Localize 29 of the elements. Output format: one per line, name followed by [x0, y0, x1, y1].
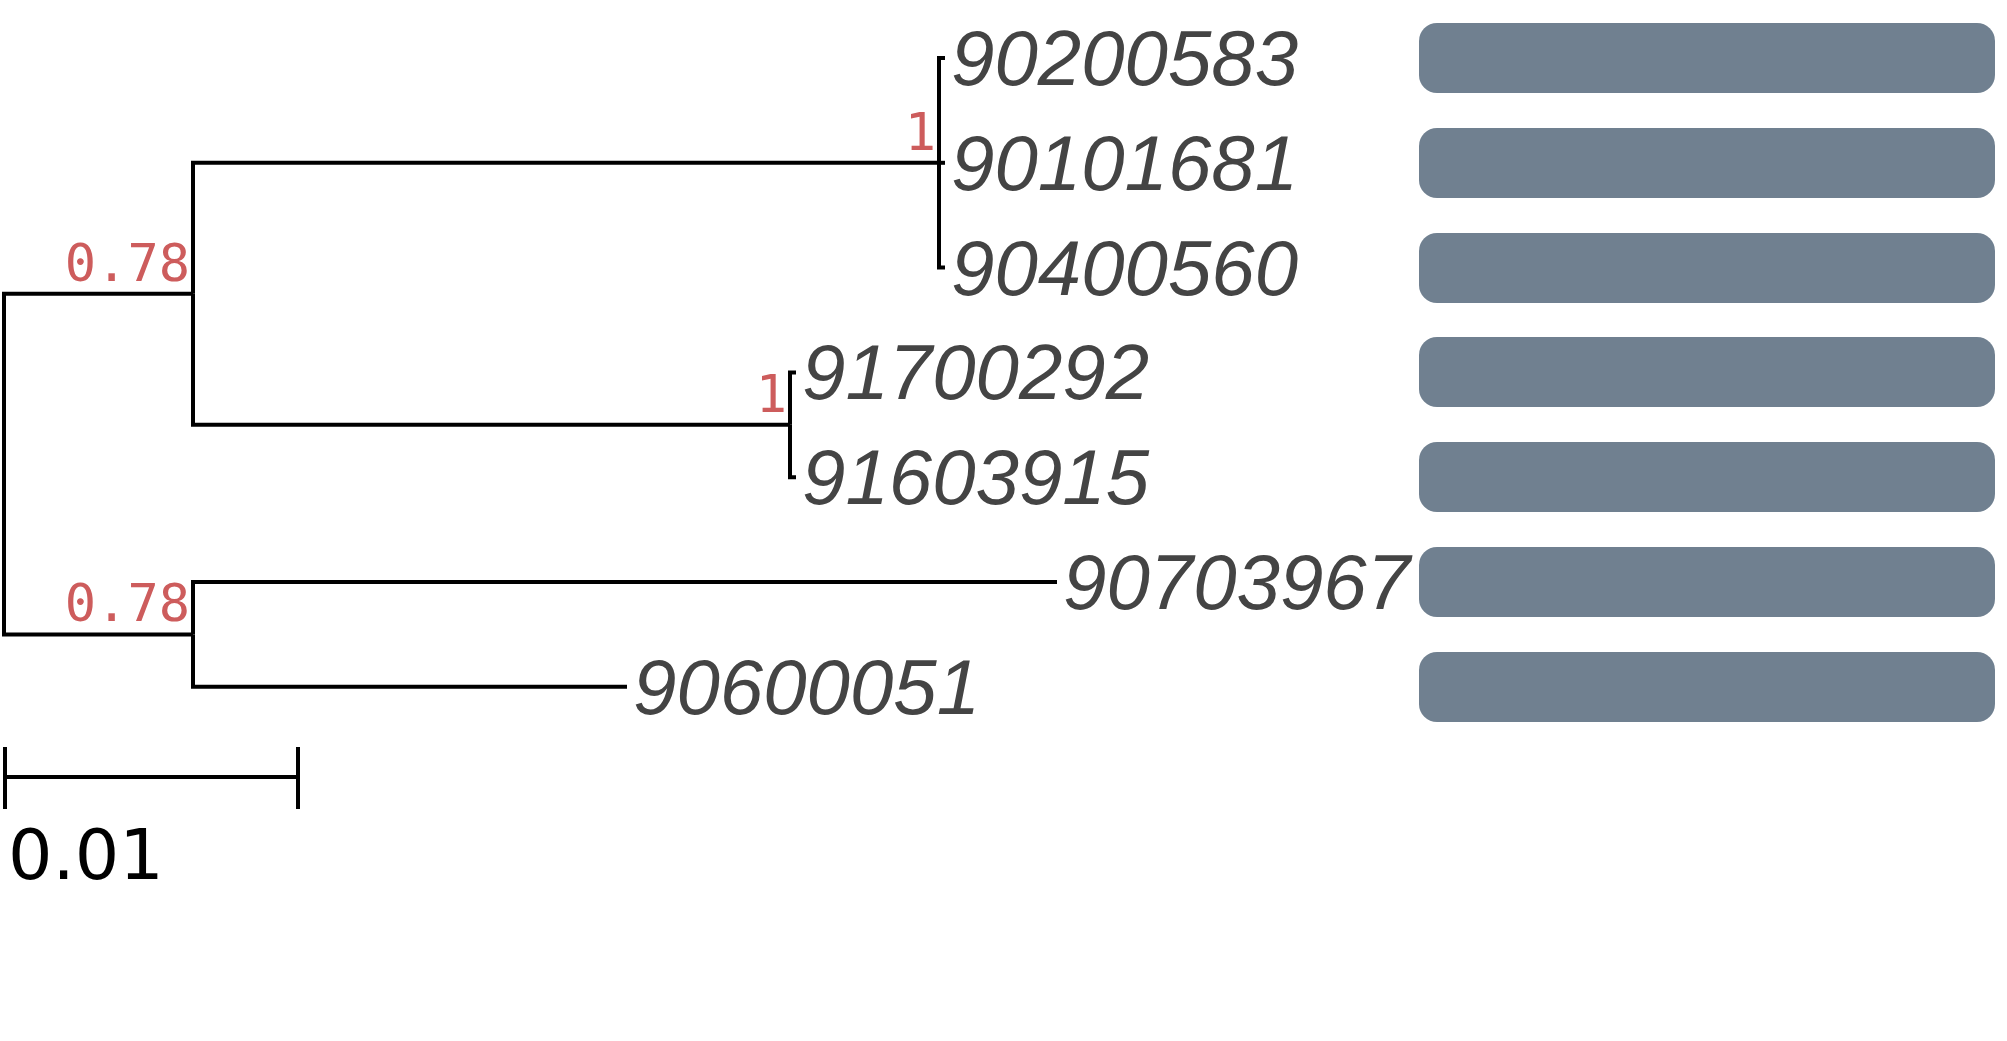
rounded-bar — [1419, 651, 1995, 722]
rounded-bar — [1419, 23, 1995, 93]
leaf-label: 91603915 — [796, 438, 1156, 517]
leaf-label: 90600051 — [627, 647, 987, 726]
rounded-bar — [1419, 337, 1995, 408]
leaf-label: 91700292 — [796, 333, 1156, 412]
tree-branch — [937, 160, 945, 165]
rounded-bar — [1419, 232, 1995, 303]
rounded-bar — [1419, 547, 1995, 617]
tree-branch — [788, 424, 796, 480]
tree-branch — [937, 56, 945, 163]
support-value: 1 — [904, 111, 936, 161]
leaf-label: 90400560 — [945, 228, 1305, 307]
support-value: 1 — [755, 373, 787, 423]
tree-branch — [191, 634, 627, 689]
tree-branch — [788, 370, 796, 425]
tree-branch — [191, 293, 790, 427]
tree-branch — [2, 291, 193, 637]
leaf-label: 90200583 — [945, 19, 1305, 97]
support-value: 0.78 — [64, 583, 190, 633]
leaf-label: 90101681 — [945, 123, 1305, 202]
tree-branch — [191, 580, 1057, 635]
tree-branch — [937, 162, 945, 270]
tree-branch — [191, 160, 939, 294]
scale-value: 0.01 — [8, 820, 164, 890]
leaf-label: 90703967 — [1057, 543, 1417, 621]
rounded-bar — [1419, 442, 1995, 513]
rounded-bar — [1419, 127, 1995, 198]
support-value: 0.78 — [64, 242, 190, 292]
